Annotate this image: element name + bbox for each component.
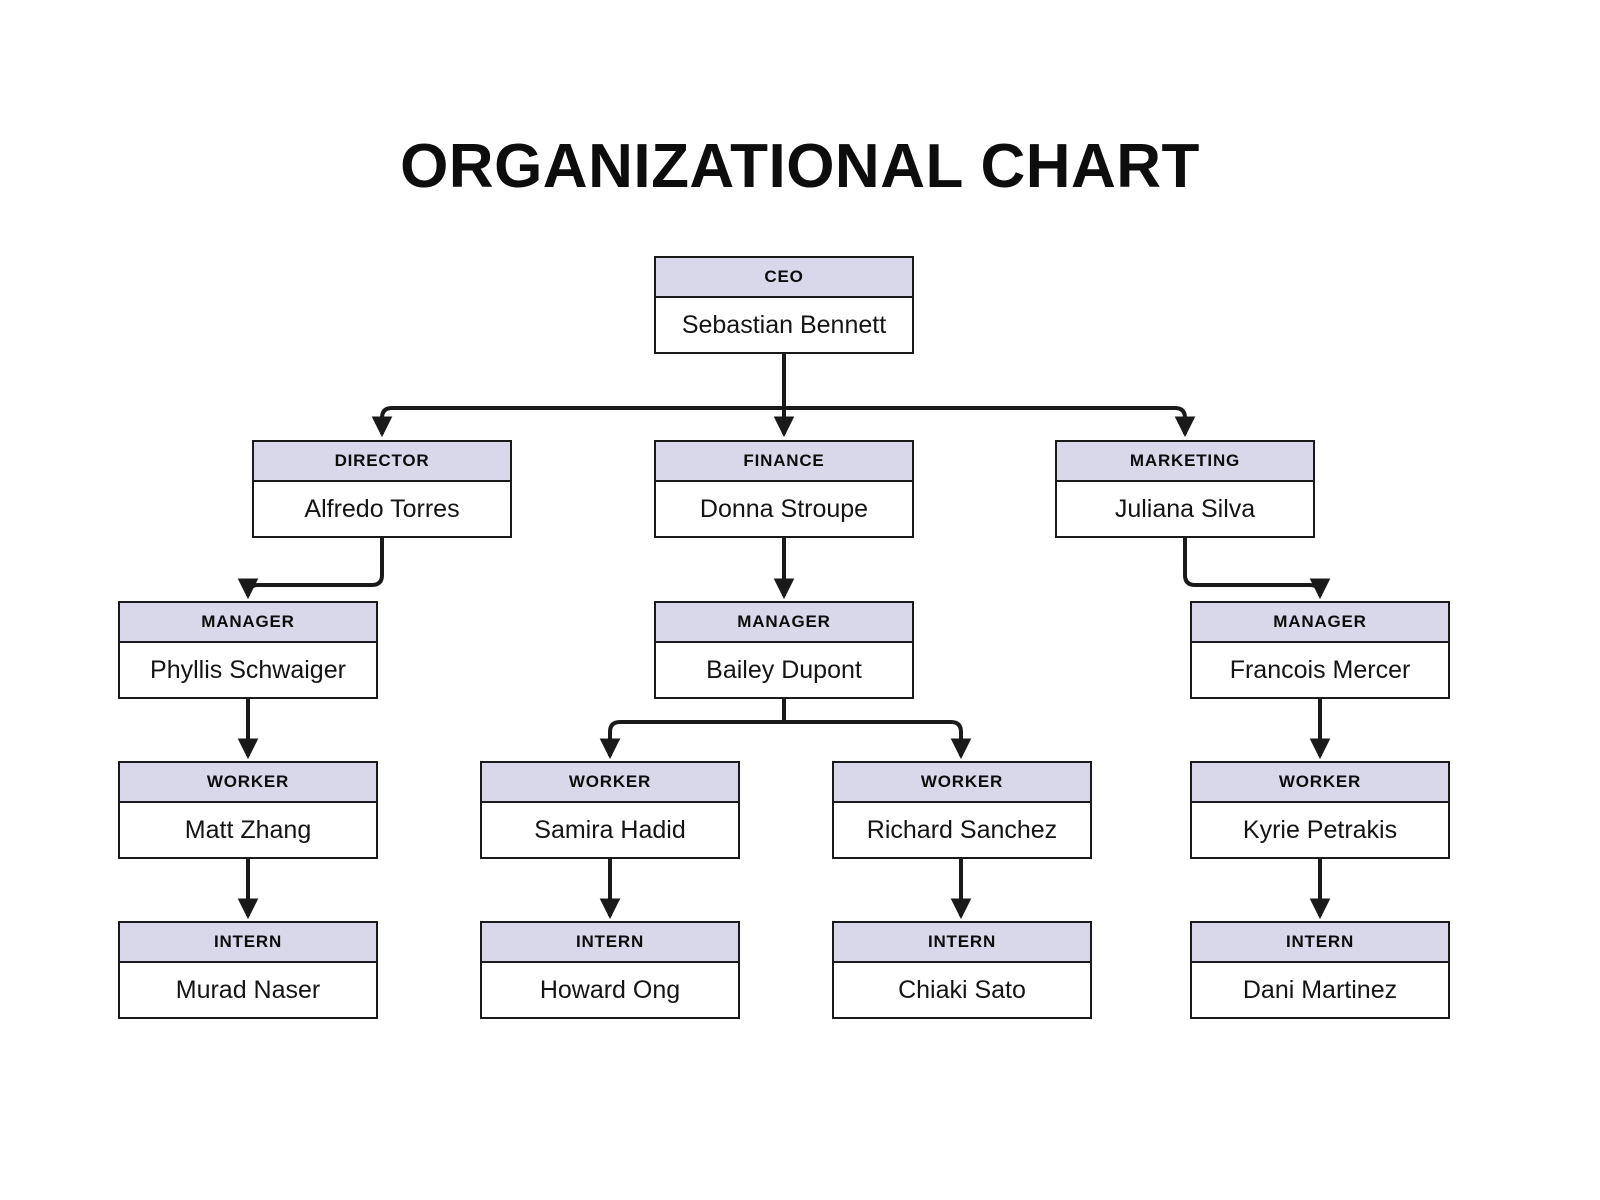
org-node-name: Phyllis Schwaiger <box>120 643 376 697</box>
org-node-name: Francois Mercer <box>1192 643 1448 697</box>
org-node-worker-3[interactable]: WORKER Richard Sanchez <box>832 761 1092 859</box>
org-node-name: Alfredo Torres <box>254 482 510 536</box>
org-node-worker-4[interactable]: WORKER Kyrie Petrakis <box>1190 761 1450 859</box>
org-node-role: MANAGER <box>120 603 376 643</box>
org-node-role: MANAGER <box>1192 603 1448 643</box>
org-node-role: FINANCE <box>656 442 912 482</box>
edge-ceo-to-director <box>371 406 784 438</box>
org-node-role: INTERN <box>1192 923 1448 963</box>
org-node-role: CEO <box>656 258 912 298</box>
org-node-role: DIRECTOR <box>254 442 510 482</box>
edge-director-to-manager1 <box>237 538 384 600</box>
org-node-name: Murad Naser <box>120 963 376 1017</box>
page-title: ORGANIZATIONAL CHART <box>400 132 1200 201</box>
org-node-finance[interactable]: FINANCE Donna Stroupe <box>654 440 914 538</box>
org-node-role: MARKETING <box>1057 442 1313 482</box>
org-node-name: Sebastian Bennett <box>656 298 912 352</box>
org-node-intern-2[interactable]: INTERN Howard Ong <box>480 921 740 1019</box>
org-node-intern-1[interactable]: INTERN Murad Naser <box>118 921 378 1019</box>
org-node-role: INTERN <box>834 923 1090 963</box>
org-node-intern-3[interactable]: INTERN Chiaki Sato <box>832 921 1092 1019</box>
org-node-name: Kyrie Petrakis <box>1192 803 1448 857</box>
org-node-director[interactable]: DIRECTOR Alfredo Torres <box>252 440 512 538</box>
org-node-role: INTERN <box>482 923 738 963</box>
org-node-manager-2[interactable]: MANAGER Bailey Dupont <box>654 601 914 699</box>
org-node-name: Howard Ong <box>482 963 738 1017</box>
org-node-intern-4[interactable]: INTERN Dani Martinez <box>1190 921 1450 1019</box>
org-node-ceo[interactable]: CEO Sebastian Bennett <box>654 256 914 354</box>
org-node-name: Dani Martinez <box>1192 963 1448 1017</box>
org-node-manager-1[interactable]: MANAGER Phyllis Schwaiger <box>118 601 378 699</box>
org-node-worker-1[interactable]: WORKER Matt Zhang <box>118 761 378 859</box>
edge-manager2-to-worker3 <box>784 720 972 760</box>
org-node-name: Chiaki Sato <box>834 963 1090 1017</box>
org-node-role: MANAGER <box>656 603 912 643</box>
org-node-role: WORKER <box>1192 763 1448 803</box>
org-node-worker-2[interactable]: WORKER Samira Hadid <box>480 761 740 859</box>
org-node-role: WORKER <box>482 763 738 803</box>
org-node-role: WORKER <box>120 763 376 803</box>
org-node-marketing[interactable]: MARKETING Juliana Silva <box>1055 440 1315 538</box>
org-node-role: INTERN <box>120 923 376 963</box>
edge-ceo-to-marketing <box>784 406 1196 438</box>
org-node-name: Matt Zhang <box>120 803 376 857</box>
org-node-role: WORKER <box>834 763 1090 803</box>
edge-manager2-to-worker2 <box>599 720 784 760</box>
org-node-name: Donna Stroupe <box>656 482 912 536</box>
org-node-manager-3[interactable]: MANAGER Francois Mercer <box>1190 601 1450 699</box>
org-node-name: Juliana Silva <box>1057 482 1313 536</box>
org-node-name: Richard Sanchez <box>834 803 1090 857</box>
org-node-name: Bailey Dupont <box>656 643 912 697</box>
org-node-name: Samira Hadid <box>482 803 738 857</box>
edge-marketing-to-manager3 <box>1183 538 1331 600</box>
